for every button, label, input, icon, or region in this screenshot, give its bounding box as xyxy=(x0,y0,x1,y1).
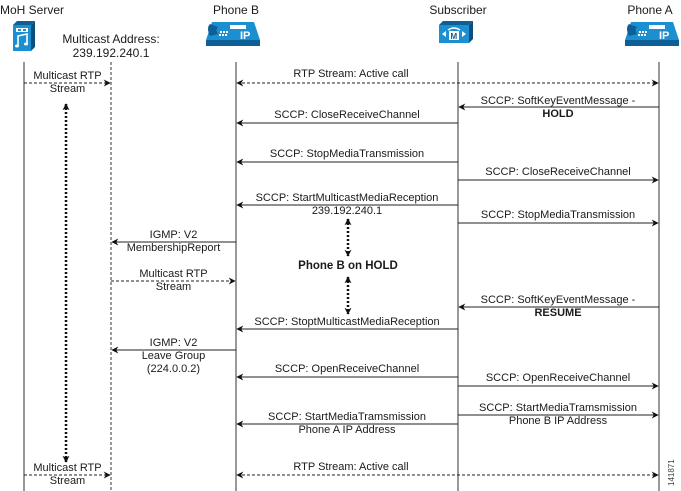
svg-text:IP: IP xyxy=(240,30,250,42)
svg-text:IP: IP xyxy=(659,30,669,42)
message-label-m5: SCCP: StopMediaTransmission xyxy=(269,148,425,160)
message-label-m15: SCCP: OpenReceiveChannel xyxy=(485,372,631,384)
multicast-address-title: Multicast Address: xyxy=(62,32,160,46)
participant-subscriber: Subscriber xyxy=(429,3,487,17)
message-label-m4: SCCP: CloseReceiveChannel xyxy=(274,109,420,121)
message-label-m6: SCCP: CloseReceiveChannel xyxy=(485,166,631,178)
multicast-address-label: Multicast Address: 239.192.240.1 xyxy=(56,32,166,60)
participant-moh-server: MoH Server xyxy=(0,3,65,17)
message-label-m1: Multicast RTP Stream xyxy=(33,70,102,95)
message-label-m8: SCCP: StopMediaTransmission xyxy=(480,209,636,221)
music-server-icon xyxy=(13,21,35,51)
message-label-m18: Multicast RTP Stream xyxy=(33,462,102,487)
call-manager-icon: M xyxy=(439,21,473,43)
message-label-m16: SCCP: StartMediaTramsmission Phone B IP … xyxy=(479,402,637,427)
participant-phone-a: Phone A xyxy=(627,3,673,17)
ip-phone-icon: IP xyxy=(206,22,260,46)
message-label-m19: RTP Stream: Active call xyxy=(293,461,409,473)
message-label-m9: IGMP: V2 MembershipReport xyxy=(126,229,221,254)
svg-text:M: M xyxy=(451,32,458,41)
message-label-m12: SCCP: StoptMulticastMediaReception xyxy=(254,316,440,328)
figure-id: 141871 xyxy=(667,459,676,486)
message-label-m11: SCCP: SoftKeyEventMessage - RESUME xyxy=(480,294,636,319)
participant-phone-b: Phone B xyxy=(212,3,260,17)
message-label-m3: SCCP: SoftKeyEventMessage - HOLD xyxy=(480,95,636,120)
message-label-m17: SCCP: StartMediaTramsmission Phone A IP … xyxy=(268,411,426,436)
hold-note: Phone B on HOLD xyxy=(298,260,398,272)
message-label-m10: Multicast RTP Stream xyxy=(139,268,208,293)
message-label-m13: IGMP: V2 Leave Group (224.0.0.2) xyxy=(141,337,206,375)
message-label-m14: SCCP: OpenReceiveChannel xyxy=(274,363,420,375)
multicast-address-value: 239.192.240.1 xyxy=(72,46,150,60)
message-label-m2: RTP Stream: Active call xyxy=(293,68,409,80)
ip-phone-icon: IP xyxy=(625,22,679,46)
message-label-m7: SCCP: StartMulticastMediaReception 239.1… xyxy=(255,192,439,217)
